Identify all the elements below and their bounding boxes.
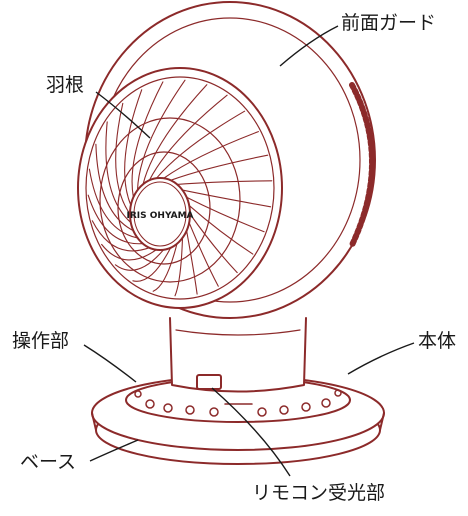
guard-spiral-line [142, 84, 208, 185]
guard-spiral-line [174, 237, 184, 297]
brand-logo: IRIS OHYAMA [127, 211, 194, 221]
guard-spiral-line [101, 243, 157, 261]
leader-lines [83, 25, 415, 477]
remote-receiver-window [196, 374, 222, 390]
body [169, 317, 307, 393]
guard-spiral-line [105, 121, 132, 224]
guard-spiral-line [87, 194, 144, 245]
label-front-guard: 前面ガード [341, 12, 437, 34]
label-remote-receiver: リモコン受光部 [252, 482, 386, 504]
leader-control-panel [83, 344, 137, 383]
label-control-panel: 操作部 [12, 330, 70, 352]
guard-spiral-line [132, 247, 172, 282]
guard-spiral-line [170, 154, 269, 181]
guard-spiral-line [88, 168, 139, 239]
guard-spiral-line [163, 131, 259, 179]
guard-spiral-line [189, 213, 238, 274]
leader-blades [95, 91, 151, 139]
label-base: ベース [20, 451, 77, 473]
guard-spiral-line [186, 230, 198, 295]
guard-spiral-line [124, 89, 143, 206]
inner-ring [99, 117, 241, 283]
leader-base [89, 439, 139, 462]
guard-spiral-line [115, 102, 131, 215]
guard-spiral-line [152, 243, 178, 292]
blades [129, 177, 191, 251]
leader-body [347, 342, 415, 375]
leader-front-guard [279, 25, 339, 67]
guard-spiral-lines [87, 79, 273, 297]
guard-spiral-line [148, 94, 228, 181]
label-blades: 羽根 [46, 74, 85, 96]
guard-spiral-line [176, 180, 273, 185]
guard-spiral-line [136, 79, 186, 191]
guard-spiral-line [91, 220, 150, 252]
guard-spiral-line [188, 222, 219, 287]
label-body: 本体 [418, 330, 457, 352]
guard-spiral-line [188, 204, 254, 255]
leader-remote-receiver [211, 387, 291, 477]
guard-spiral-line [186, 196, 265, 233]
guard-spiral-line [114, 249, 165, 271]
guard-spiral-line [131, 81, 164, 198]
guard-spiral-line [155, 110, 246, 179]
guard-spiral-line [181, 189, 272, 208]
guard-spiral-line [95, 143, 134, 232]
